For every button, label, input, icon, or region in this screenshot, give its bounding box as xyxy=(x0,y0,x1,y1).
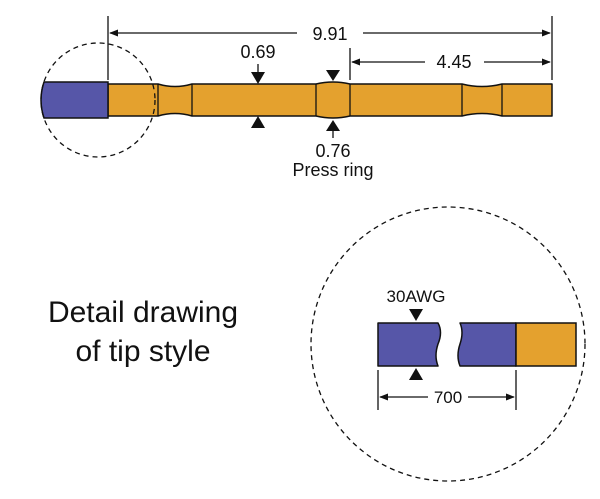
detail-title-line1: Detail drawing xyxy=(48,296,238,329)
neck-arrow-up xyxy=(251,116,265,128)
detail-pin-body xyxy=(515,322,577,367)
neck-diameter-callout: 0.69 xyxy=(240,42,276,128)
overall-length-dimension: 9.91 xyxy=(107,16,553,80)
overall-length-label: 9.91 xyxy=(312,24,347,44)
tip-detail-circle xyxy=(40,42,156,158)
tip-length-label: 700 xyxy=(434,388,462,407)
press-ring-offset-dimension: 4.45 xyxy=(349,48,551,80)
detail-tip-left xyxy=(377,322,442,367)
detail-view-circle xyxy=(310,206,586,482)
press-ring-diameter-label: 0.76 xyxy=(315,141,350,161)
pin-tip xyxy=(40,81,109,119)
wire-gauge-arrow-up xyxy=(409,368,423,380)
pin-drawing xyxy=(40,42,553,158)
press-ring-arrow-up xyxy=(326,120,340,131)
detail-tip-right xyxy=(457,322,517,367)
wire-gauge-arrow-down xyxy=(409,309,423,321)
press-ring-offset-label: 4.45 xyxy=(436,52,471,72)
tip-detail-view: 30AWG 700 xyxy=(310,206,586,482)
neck-arrow-down xyxy=(251,72,265,84)
press-ring-arrow-down xyxy=(326,70,340,81)
neck-diameter-label: 0.69 xyxy=(240,42,275,62)
detail-title-line2: of tip style xyxy=(75,335,210,368)
press-ring-label: Press ring xyxy=(292,160,373,180)
wire-gauge-label: 30AWG xyxy=(387,287,446,306)
pin-body xyxy=(107,81,553,119)
press-ring-callout: 0.76 Press ring xyxy=(292,70,374,180)
